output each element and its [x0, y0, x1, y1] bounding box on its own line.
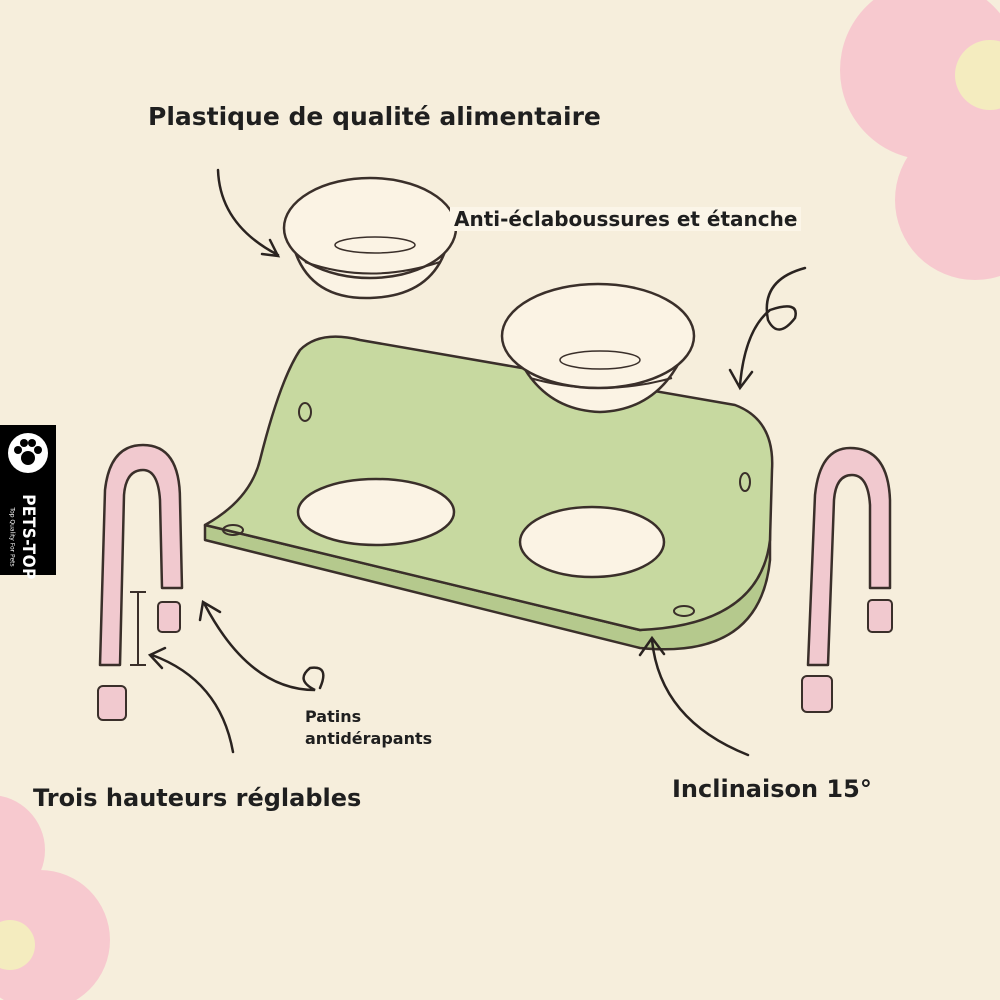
- arrows: [147, 168, 807, 757]
- label-splash-proof: Anti-éclaboussures et étanche: [450, 207, 802, 231]
- bowl-floating: [282, 176, 458, 300]
- arrow-tilt: [638, 635, 750, 757]
- label-three-heights: Trois hauteurs réglables: [33, 784, 362, 812]
- arrow-plastic: [216, 168, 281, 258]
- arrow-heights: [147, 646, 235, 754]
- arrow-pads: [198, 600, 325, 692]
- flower-bottom-left: [0, 795, 110, 1000]
- brand-logo: PETS-TOP Top Quality For Pets: [0, 425, 56, 580]
- label-tilt: Inclinaison 15°: [672, 775, 872, 803]
- brand-name: PETS-TOP: [18, 494, 38, 580]
- leg-right: [801, 446, 893, 713]
- paw-icon: [8, 433, 48, 473]
- bowl-on-tray: [500, 282, 696, 414]
- label-non-slip-pads: Patins antidérapants: [305, 707, 433, 748]
- flower-top-right: [840, 0, 1000, 280]
- arrow-splash: [728, 266, 807, 391]
- tray: [203, 335, 774, 651]
- leg-left: [97, 443, 184, 721]
- label-food-grade-plastic: Plastique de qualité alimentaire: [148, 102, 601, 131]
- brand-tagline: Top Quality For Pets: [8, 507, 16, 567]
